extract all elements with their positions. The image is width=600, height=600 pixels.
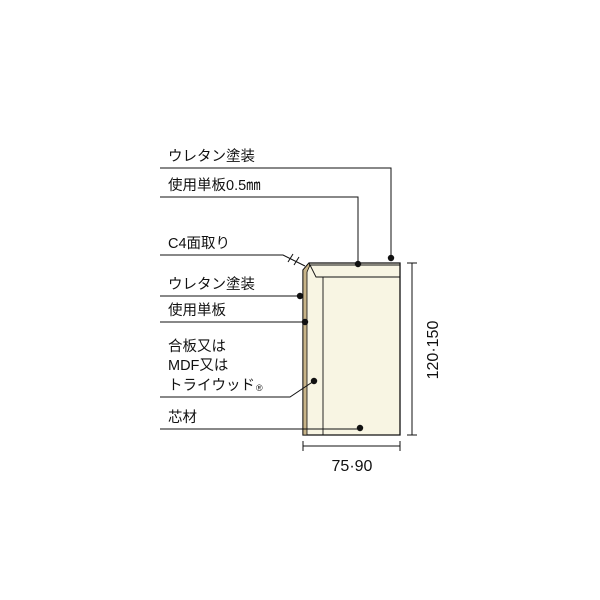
- label-veneer-05: 使用単板0.5㎜: [168, 176, 261, 194]
- height-dimension-text: 120·150: [425, 321, 442, 380]
- label-urethane-top: ウレタン塗装: [168, 147, 255, 165]
- leader-chamfer: [160, 254, 306, 267]
- label-chamfer: C4面取り: [168, 236, 230, 252]
- leader-dots: [296, 254, 395, 432]
- leader-lines: [160, 167, 392, 430]
- dot-urethane-top: [387, 254, 395, 262]
- leader-substrate: [160, 380, 315, 398]
- dot-urethane-side: [296, 292, 304, 300]
- board-outline: [302, 262, 401, 436]
- chamfer-tick-2: [293, 256, 300, 266]
- label-urethane-side: ウレタン塗装: [168, 275, 255, 293]
- dot-core: [356, 424, 364, 432]
- label-substrate-3: トライウッド: [168, 377, 255, 394]
- board-section: [302, 262, 401, 436]
- label-substrate-2: MDF又は: [168, 357, 228, 374]
- chamfer-inner-line: [309, 264, 400, 278]
- dot-substrate: [310, 377, 318, 385]
- chamfer-tick-1: [287, 253, 294, 263]
- width-dimension-text: 75·90: [332, 458, 373, 475]
- label-veneer-side: 使用単板: [168, 301, 226, 319]
- leader-veneer-05: [160, 196, 359, 264]
- side-veneer: [302, 262, 311, 436]
- height-dimension: [407, 262, 417, 436]
- leader-urethane-top: [160, 167, 392, 257]
- dot-veneer-side: [301, 318, 309, 326]
- registered-mark: ®: [256, 383, 263, 393]
- label-core: 芯材: [168, 409, 197, 426]
- width-dimension: [302, 441, 401, 451]
- label-substrate-1: 合板又は: [168, 337, 226, 355]
- dot-veneer-05: [354, 260, 362, 268]
